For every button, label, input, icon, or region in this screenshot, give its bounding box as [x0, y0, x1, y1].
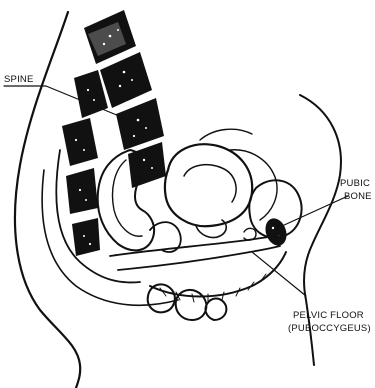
uterus-fold-2: [200, 129, 252, 140]
label-pubic-bone-line2: BONE: [344, 191, 372, 202]
pelvic-floor-leader-line: [252, 252, 306, 296]
label-pelvic-floor-line1: PELVIC FLOOR: [293, 310, 364, 321]
vaginal-canal: [110, 236, 282, 256]
pubic-bone: [262, 215, 290, 248]
label-pubic-bone-line1: PUBIC: [340, 178, 370, 189]
cervix: [196, 220, 226, 238]
uterus-fold: [230, 150, 277, 220]
sacrum-inner-line: [56, 150, 140, 282]
label-spine: SPINE: [4, 74, 34, 85]
label-pelvic-floor-line2: (PUBOCCYGEUS): [288, 323, 371, 334]
uterus: [165, 144, 252, 226]
uterus-inner: [184, 165, 236, 202]
pubic-bone-leader-line: [282, 196, 348, 226]
